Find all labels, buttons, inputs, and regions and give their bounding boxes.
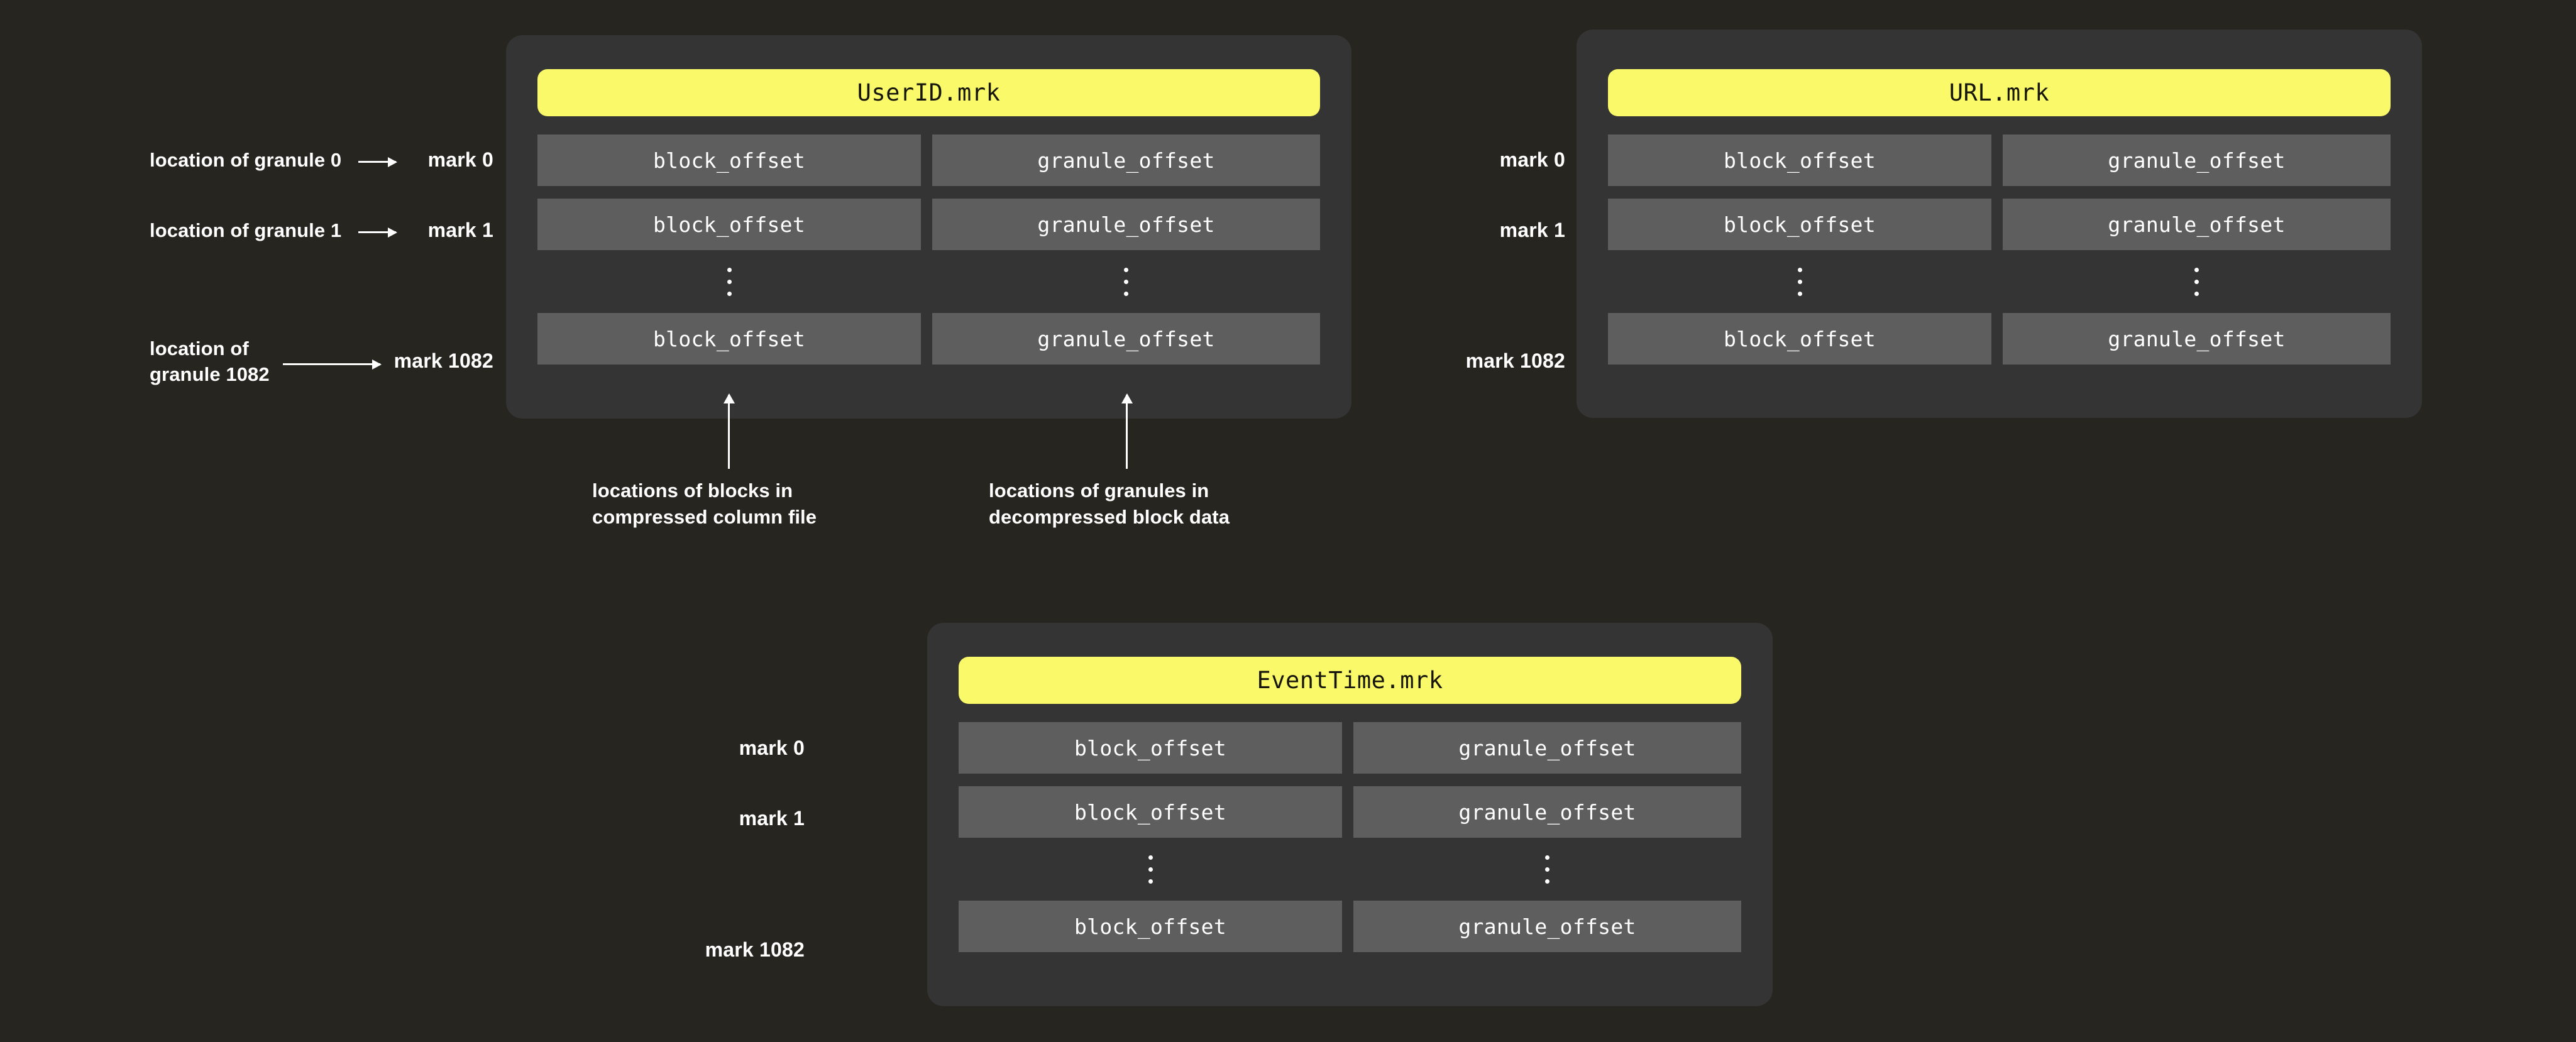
- blocks-annotation-arrow: [728, 395, 730, 469]
- table-row: block_offset granule_offset: [959, 901, 1741, 952]
- panel-eventtime-rows: block_offset granule_offset block_offset…: [959, 722, 1741, 952]
- panel-url-title: URL.mrk: [1608, 69, 2391, 116]
- url-mark-1082-label: mark 1082: [1465, 349, 1565, 372]
- eventtime-mark-0-label: mark 0: [739, 737, 805, 759]
- table-row-ellipsis: [537, 250, 1320, 313]
- userid-mark-0-label: mark 0: [427, 148, 493, 171]
- table-row: block_offset granule_offset: [1608, 313, 2391, 365]
- granule-1082-caption: location of granule 1082: [150, 337, 270, 385]
- cell-granule-offset: granule_offset: [932, 199, 1320, 250]
- cell-block-offset: block_offset: [1608, 313, 1991, 365]
- url-mark-1-label: mark 1: [1499, 219, 1565, 241]
- userid-mark-1082-label: mark 1082: [394, 349, 493, 372]
- table-row: block_offset granule_offset: [537, 313, 1320, 365]
- granules-annotation: locations of granules in decompressed bl…: [989, 480, 1230, 529]
- granules-annotation-arrow: [1126, 395, 1128, 469]
- cell-granule-offset: granule_offset: [932, 134, 1320, 186]
- vertical-ellipsis-icon: [1353, 838, 1741, 901]
- granule-0-arrow: [358, 161, 396, 163]
- granule-1082-arrow: [283, 363, 380, 365]
- table-row: block_offset granule_offset: [1608, 134, 2391, 186]
- table-row: block_offset granule_offset: [959, 786, 1741, 838]
- eventtime-mark-1082-label: mark 1082: [705, 938, 805, 961]
- cell-granule-offset: granule_offset: [2003, 134, 2391, 186]
- vertical-ellipsis-icon: [932, 250, 1320, 313]
- url-mark-0-label: mark 0: [1499, 148, 1565, 171]
- table-row-ellipsis: [959, 838, 1741, 901]
- cell-granule-offset: granule_offset: [1353, 786, 1741, 838]
- table-row: block_offset granule_offset: [959, 722, 1741, 774]
- cell-granule-offset: granule_offset: [1353, 901, 1741, 952]
- cell-block-offset: block_offset: [959, 901, 1342, 952]
- vertical-ellipsis-icon: [2003, 250, 2391, 313]
- granule-1-caption: location of granule 1: [150, 219, 342, 241]
- table-row-ellipsis: [1608, 250, 2391, 313]
- panel-userid: UserID.mrk block_offset granule_offset b…: [506, 35, 1351, 419]
- cell-block-offset: block_offset: [959, 722, 1342, 774]
- panel-userid-title: UserID.mrk: [537, 69, 1320, 116]
- vertical-ellipsis-icon: [959, 838, 1342, 901]
- cell-granule-offset: granule_offset: [1353, 722, 1741, 774]
- cell-block-offset: block_offset: [537, 134, 921, 186]
- table-row: block_offset granule_offset: [537, 199, 1320, 250]
- panel-eventtime: EventTime.mrk block_offset granule_offse…: [927, 623, 1773, 1006]
- eventtime-mark-1-label: mark 1: [739, 807, 805, 830]
- cell-block-offset: block_offset: [959, 786, 1342, 838]
- vertical-ellipsis-icon: [1608, 250, 1991, 313]
- cell-granule-offset: granule_offset: [932, 313, 1320, 365]
- granule-0-caption: location of granule 0: [150, 149, 342, 171]
- cell-block-offset: block_offset: [537, 313, 921, 365]
- table-row: block_offset granule_offset: [1608, 199, 2391, 250]
- panel-url-rows: block_offset granule_offset block_offset…: [1608, 134, 2391, 365]
- vertical-ellipsis-icon: [537, 250, 921, 313]
- cell-block-offset: block_offset: [1608, 199, 1991, 250]
- panel-eventtime-title: EventTime.mrk: [959, 657, 1741, 704]
- panel-url: URL.mrk block_offset granule_offset bloc…: [1577, 30, 2422, 418]
- cell-granule-offset: granule_offset: [2003, 313, 2391, 365]
- cell-granule-offset: granule_offset: [2003, 199, 2391, 250]
- cell-block-offset: block_offset: [1608, 134, 1991, 186]
- blocks-annotation: locations of blocks in compressed column…: [592, 480, 817, 529]
- cell-block-offset: block_offset: [537, 199, 921, 250]
- userid-mark-1-label: mark 1: [427, 219, 493, 241]
- granule-1-arrow: [358, 231, 396, 233]
- panel-userid-rows: block_offset granule_offset block_offset…: [537, 134, 1320, 365]
- table-row: block_offset granule_offset: [537, 134, 1320, 186]
